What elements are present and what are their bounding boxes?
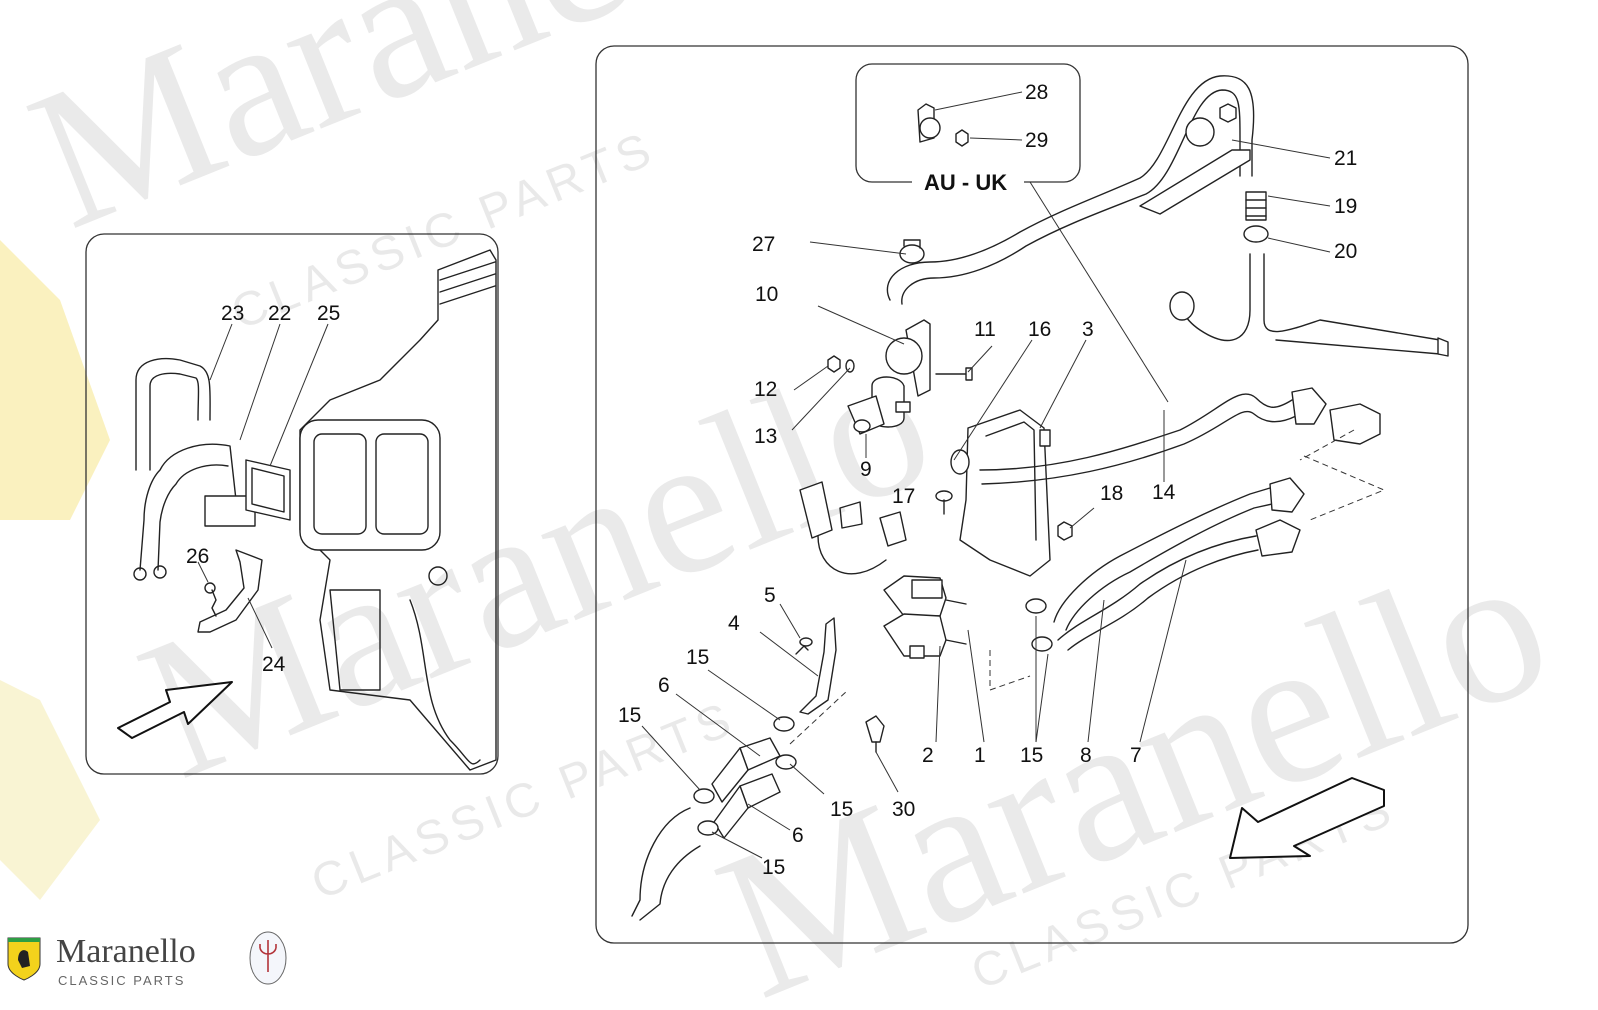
part-30-sensor	[865, 715, 885, 753]
trident-badge-icon	[249, 931, 287, 985]
part-12-nut	[827, 355, 841, 373]
callout-24: 24	[262, 653, 286, 676]
callout-15-c: 15	[830, 798, 853, 821]
callout-2: 2	[922, 744, 934, 767]
part-5-screw	[795, 637, 813, 655]
callout-10: 10	[755, 283, 778, 306]
part-15-clamp-a	[1025, 598, 1047, 614]
callout-16: 16	[1028, 318, 1051, 341]
callout-22: 22	[268, 302, 291, 325]
prancing-horse-shield-icon	[7, 937, 41, 981]
brand-subtitle: CLASSIC PARTS	[58, 973, 185, 988]
callout-11: 11	[974, 318, 996, 341]
callout-15-a: 15	[686, 646, 709, 669]
part-26-screw	[211, 589, 217, 617]
part-24-bracket	[197, 549, 263, 633]
callout-9: 9	[860, 458, 872, 481]
callout-19: 19	[1334, 195, 1357, 218]
callout-25: 25	[317, 302, 340, 325]
part-17-screw	[935, 490, 953, 515]
part-27-clamp	[899, 239, 925, 264]
part-23-hose	[135, 357, 211, 471]
part-3-support-bracket	[959, 409, 1051, 577]
direction-arrow-inset	[117, 681, 233, 739]
callout-15-e: 15	[762, 856, 785, 879]
main-frame	[595, 45, 1469, 944]
callout-6-b: 6	[792, 824, 804, 847]
part-20-clamp	[1243, 225, 1269, 243]
part-15-clamp-e	[693, 788, 715, 804]
callout-26: 26	[186, 545, 209, 568]
callout-12: 12	[754, 378, 777, 401]
part-15-clamp-f	[697, 820, 719, 836]
part-10-clamp-bracket	[885, 319, 931, 397]
callout-23: 23	[221, 302, 244, 325]
part-28-clip	[917, 103, 941, 143]
callout-8: 8	[1080, 744, 1092, 767]
part-18-nut	[1057, 521, 1073, 541]
callout-17: 17	[892, 485, 915, 508]
part-19-hose-end	[1245, 191, 1267, 221]
part-6-hose-upper	[711, 737, 781, 803]
callout-6-a: 6	[658, 674, 670, 697]
direction-arrow-main	[1229, 777, 1385, 859]
part-16-clamp	[950, 449, 970, 475]
part-11-screw	[935, 367, 973, 381]
inset-panel: 23 22 25 26 24	[85, 233, 499, 775]
watermark-yellow-shield-left	[0, 240, 110, 520]
callout-15-b: 15	[618, 704, 641, 727]
callout-21: 21	[1334, 147, 1357, 170]
callout-7: 7	[1130, 744, 1142, 767]
brand-name: Maranello	[56, 933, 196, 970]
callout-30: 30	[892, 798, 915, 821]
callout-13: 13	[754, 425, 777, 448]
part-14-hose	[886, 75, 1255, 305]
brand-footer: Maranello CLASSIC PARTS	[7, 931, 287, 988]
callout-28: 28	[1025, 81, 1048, 104]
part-4-strap-bracket	[799, 617, 837, 715]
part-6-hose-lower	[713, 773, 781, 839]
callout-15-d: 15	[1020, 744, 1043, 767]
callout-29: 29	[1025, 129, 1048, 152]
callout-5: 5	[764, 584, 776, 607]
callout-3: 3	[1082, 318, 1094, 341]
hvac-housing	[299, 249, 497, 771]
part-21-bracket	[1139, 103, 1251, 215]
region-label-bg	[912, 168, 1024, 196]
electrical-harness	[799, 481, 907, 575]
region-label-au-uk: AU - UK	[924, 170, 1007, 195]
part-15-clamp-b	[1031, 636, 1053, 652]
part-22-pipes	[139, 443, 237, 571]
part-9-solenoid-valve	[847, 376, 911, 435]
callout-20: 20	[1334, 240, 1357, 263]
part-13-washer	[845, 359, 855, 373]
callout-4: 4	[728, 612, 740, 635]
part-29-nut	[955, 129, 969, 147]
main-panel: 28 29 AU - UK 27	[595, 45, 1469, 944]
callout-14: 14	[1152, 481, 1176, 504]
part-1-2-valve-block	[883, 575, 967, 659]
inset-frame	[85, 233, 499, 775]
part-15-clamp-c	[773, 716, 795, 732]
callout-1: 1	[974, 744, 986, 767]
callout-27: 27	[752, 233, 775, 256]
callout-18: 18	[1100, 482, 1123, 505]
watermark-yellow-shield-bottom	[0, 680, 100, 900]
